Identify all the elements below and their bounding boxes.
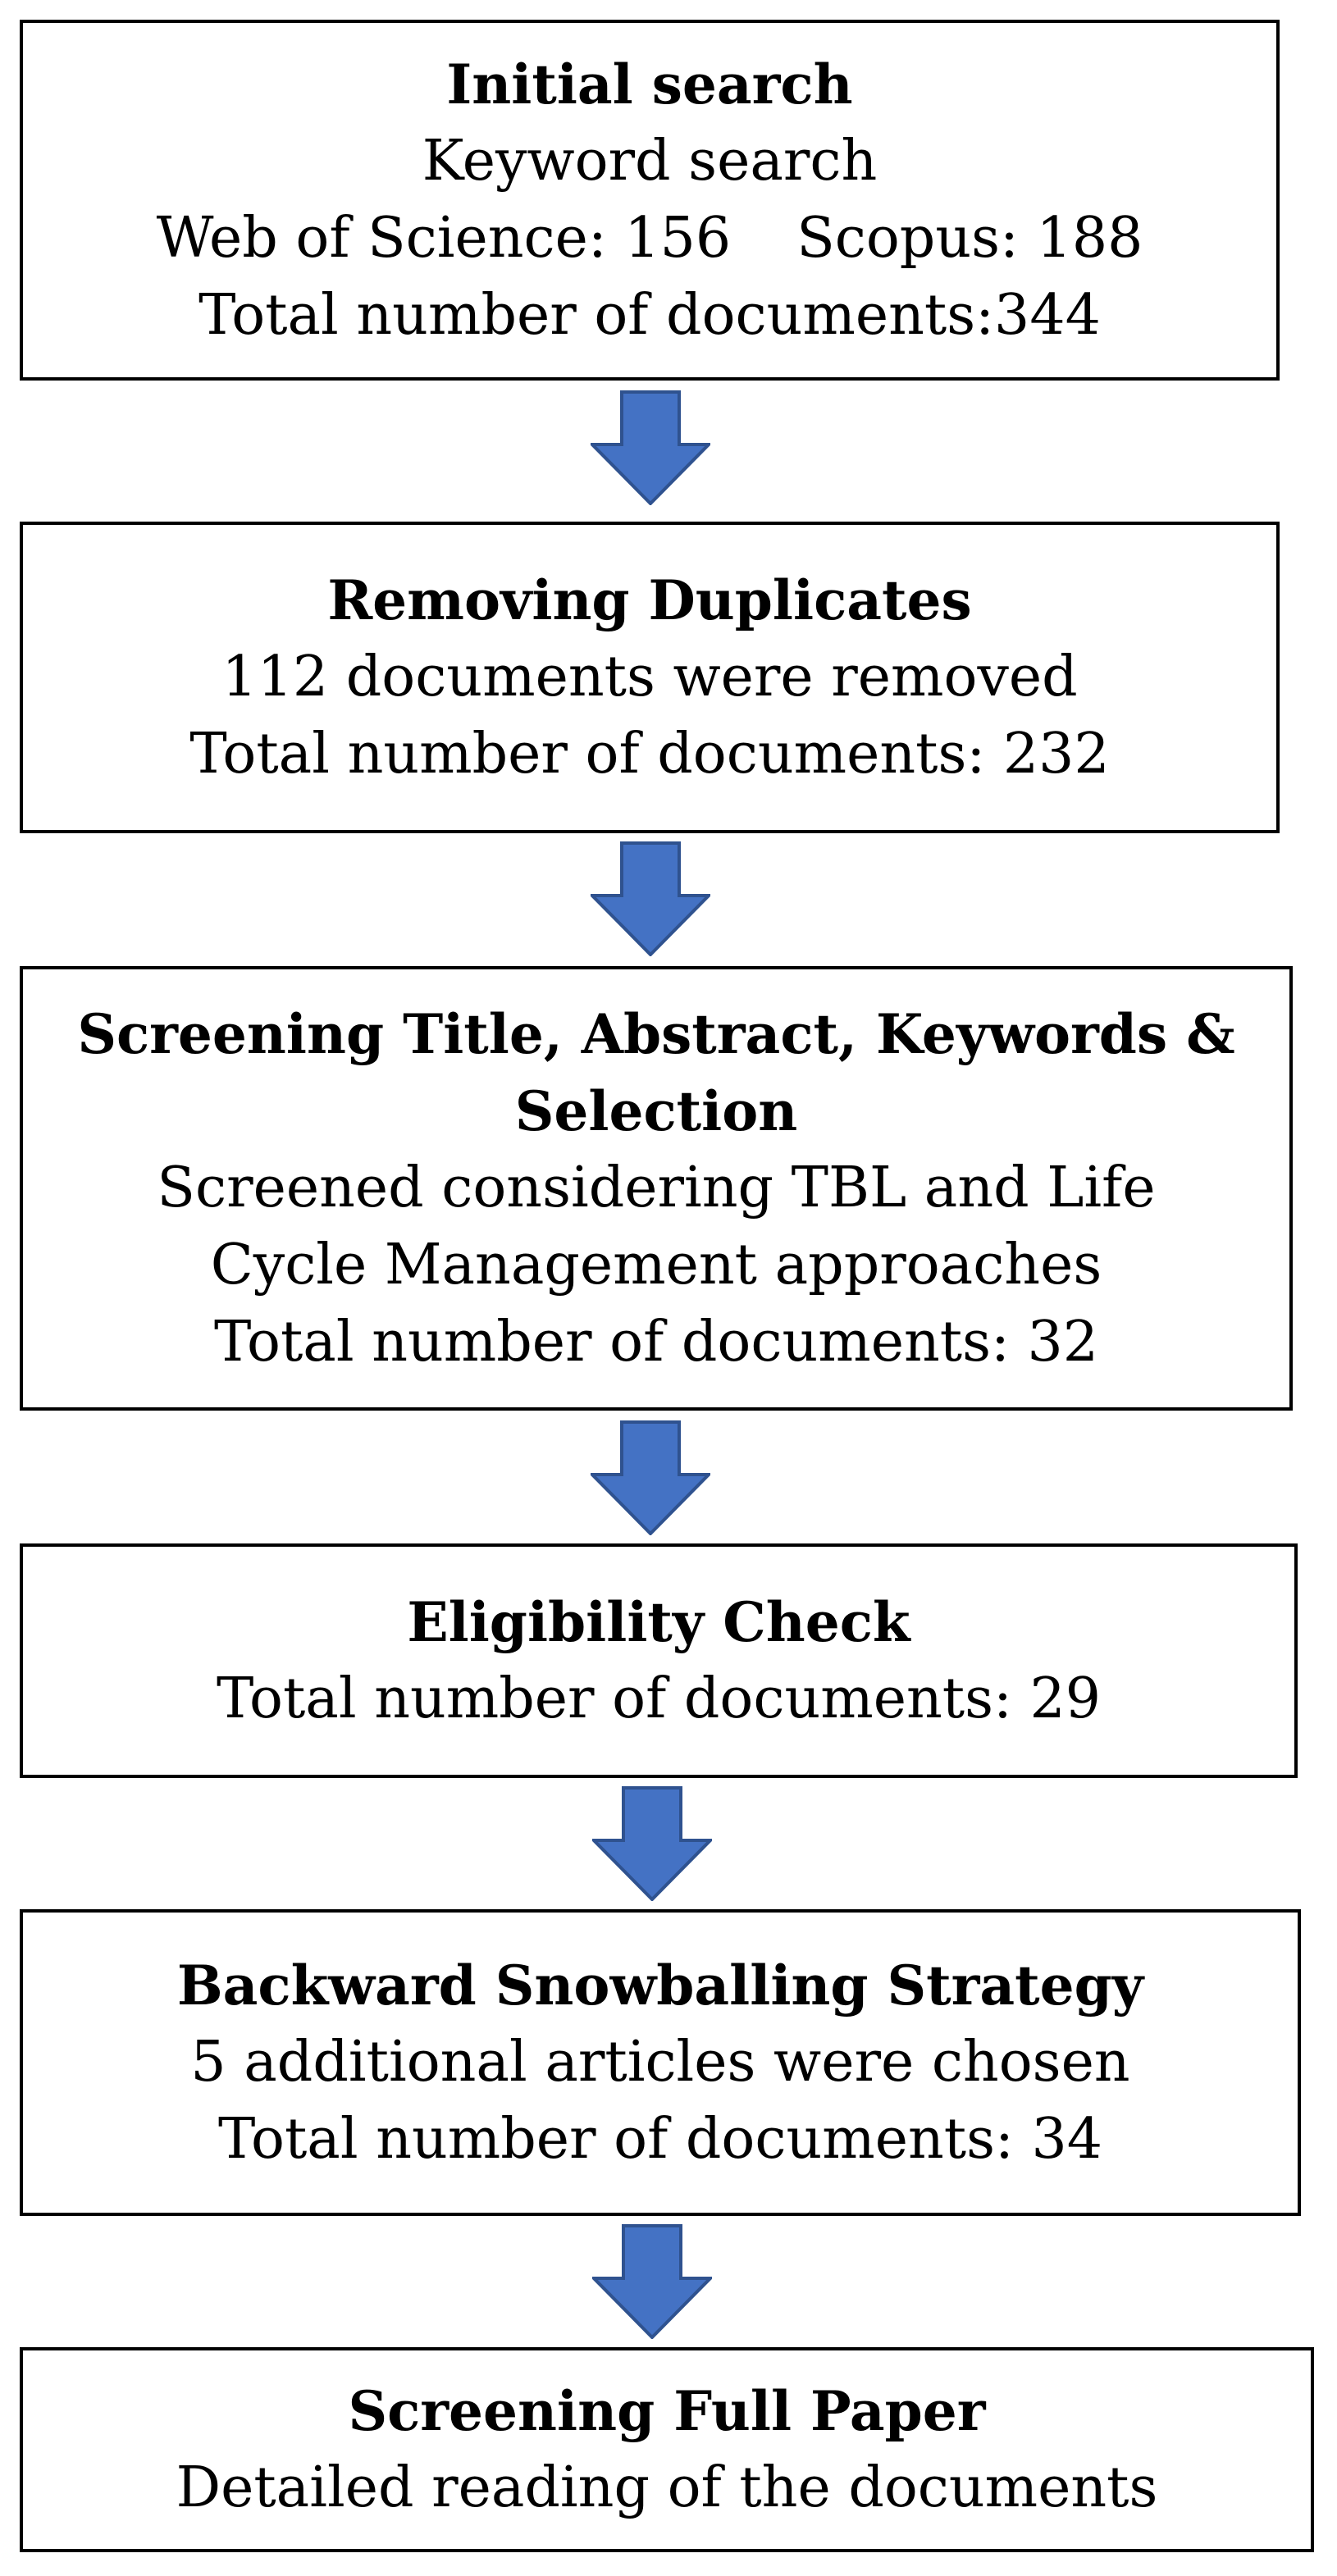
down-arrow-icon: [592, 1786, 712, 1901]
down-arrow-icon: [591, 841, 710, 956]
step-title: Screening Full Paper: [348, 2379, 986, 2443]
step-detail: Screened considering TBL and Life: [157, 1156, 1156, 1220]
step-eligibility-check-box: Eligibility Check Total number of docume…: [20, 1543, 1298, 1778]
step-backward-snowballing-box: Backward Snowballing Strategy 5 addition…: [20, 1909, 1301, 2216]
down-arrow-icon: [591, 390, 710, 505]
step-title: Backward Snowballing Strategy: [176, 1954, 1144, 2017]
web-of-science-count: Web of Science: 156: [156, 206, 732, 271]
scopus-count: Scopus: 188: [796, 206, 1143, 271]
step-total: Total number of documents: 232: [189, 722, 1110, 786]
step-title: Eligibility Check: [407, 1590, 910, 1654]
step-detail: 112 documents were removed: [221, 645, 1078, 709]
step-title: Screening Title, Abstract, Keywords &: [77, 1002, 1235, 1066]
step-detail-continued: Cycle Management approaches: [210, 1233, 1102, 1297]
down-arrow-icon: [592, 2224, 712, 2339]
step-screening-title-abstract-box: Screening Title, Abstract, Keywords & Se…: [20, 966, 1293, 1411]
step-total: Total number of documents: 32: [213, 1310, 1099, 1375]
step-title-continued: Selection: [514, 1079, 798, 1143]
step-detail: Keyword search: [422, 129, 878, 194]
down-arrow-icon: [591, 1420, 710, 1535]
step-detail: Detailed reading of the documents: [176, 2455, 1158, 2520]
step-source-counts: Web of Science: 156 Scopus: 188: [157, 200, 1143, 277]
step-screening-full-paper-box: Screening Full Paper Detailed reading of…: [20, 2347, 1314, 2552]
step-title: Initial search: [446, 52, 853, 116]
step-detail: 5 additional articles were chosen: [190, 2030, 1130, 2095]
step-total: Total number of documents: 29: [216, 1666, 1102, 1731]
step-removing-duplicates-box: Removing Duplicates 112 documents were r…: [20, 522, 1280, 833]
step-initial-search-box: Initial search Keyword search Web of Sci…: [20, 20, 1280, 381]
step-title: Removing Duplicates: [327, 568, 972, 632]
step-total: Total number of documents:344: [198, 283, 1101, 348]
step-total: Total number of documents: 34: [217, 2107, 1103, 2172]
